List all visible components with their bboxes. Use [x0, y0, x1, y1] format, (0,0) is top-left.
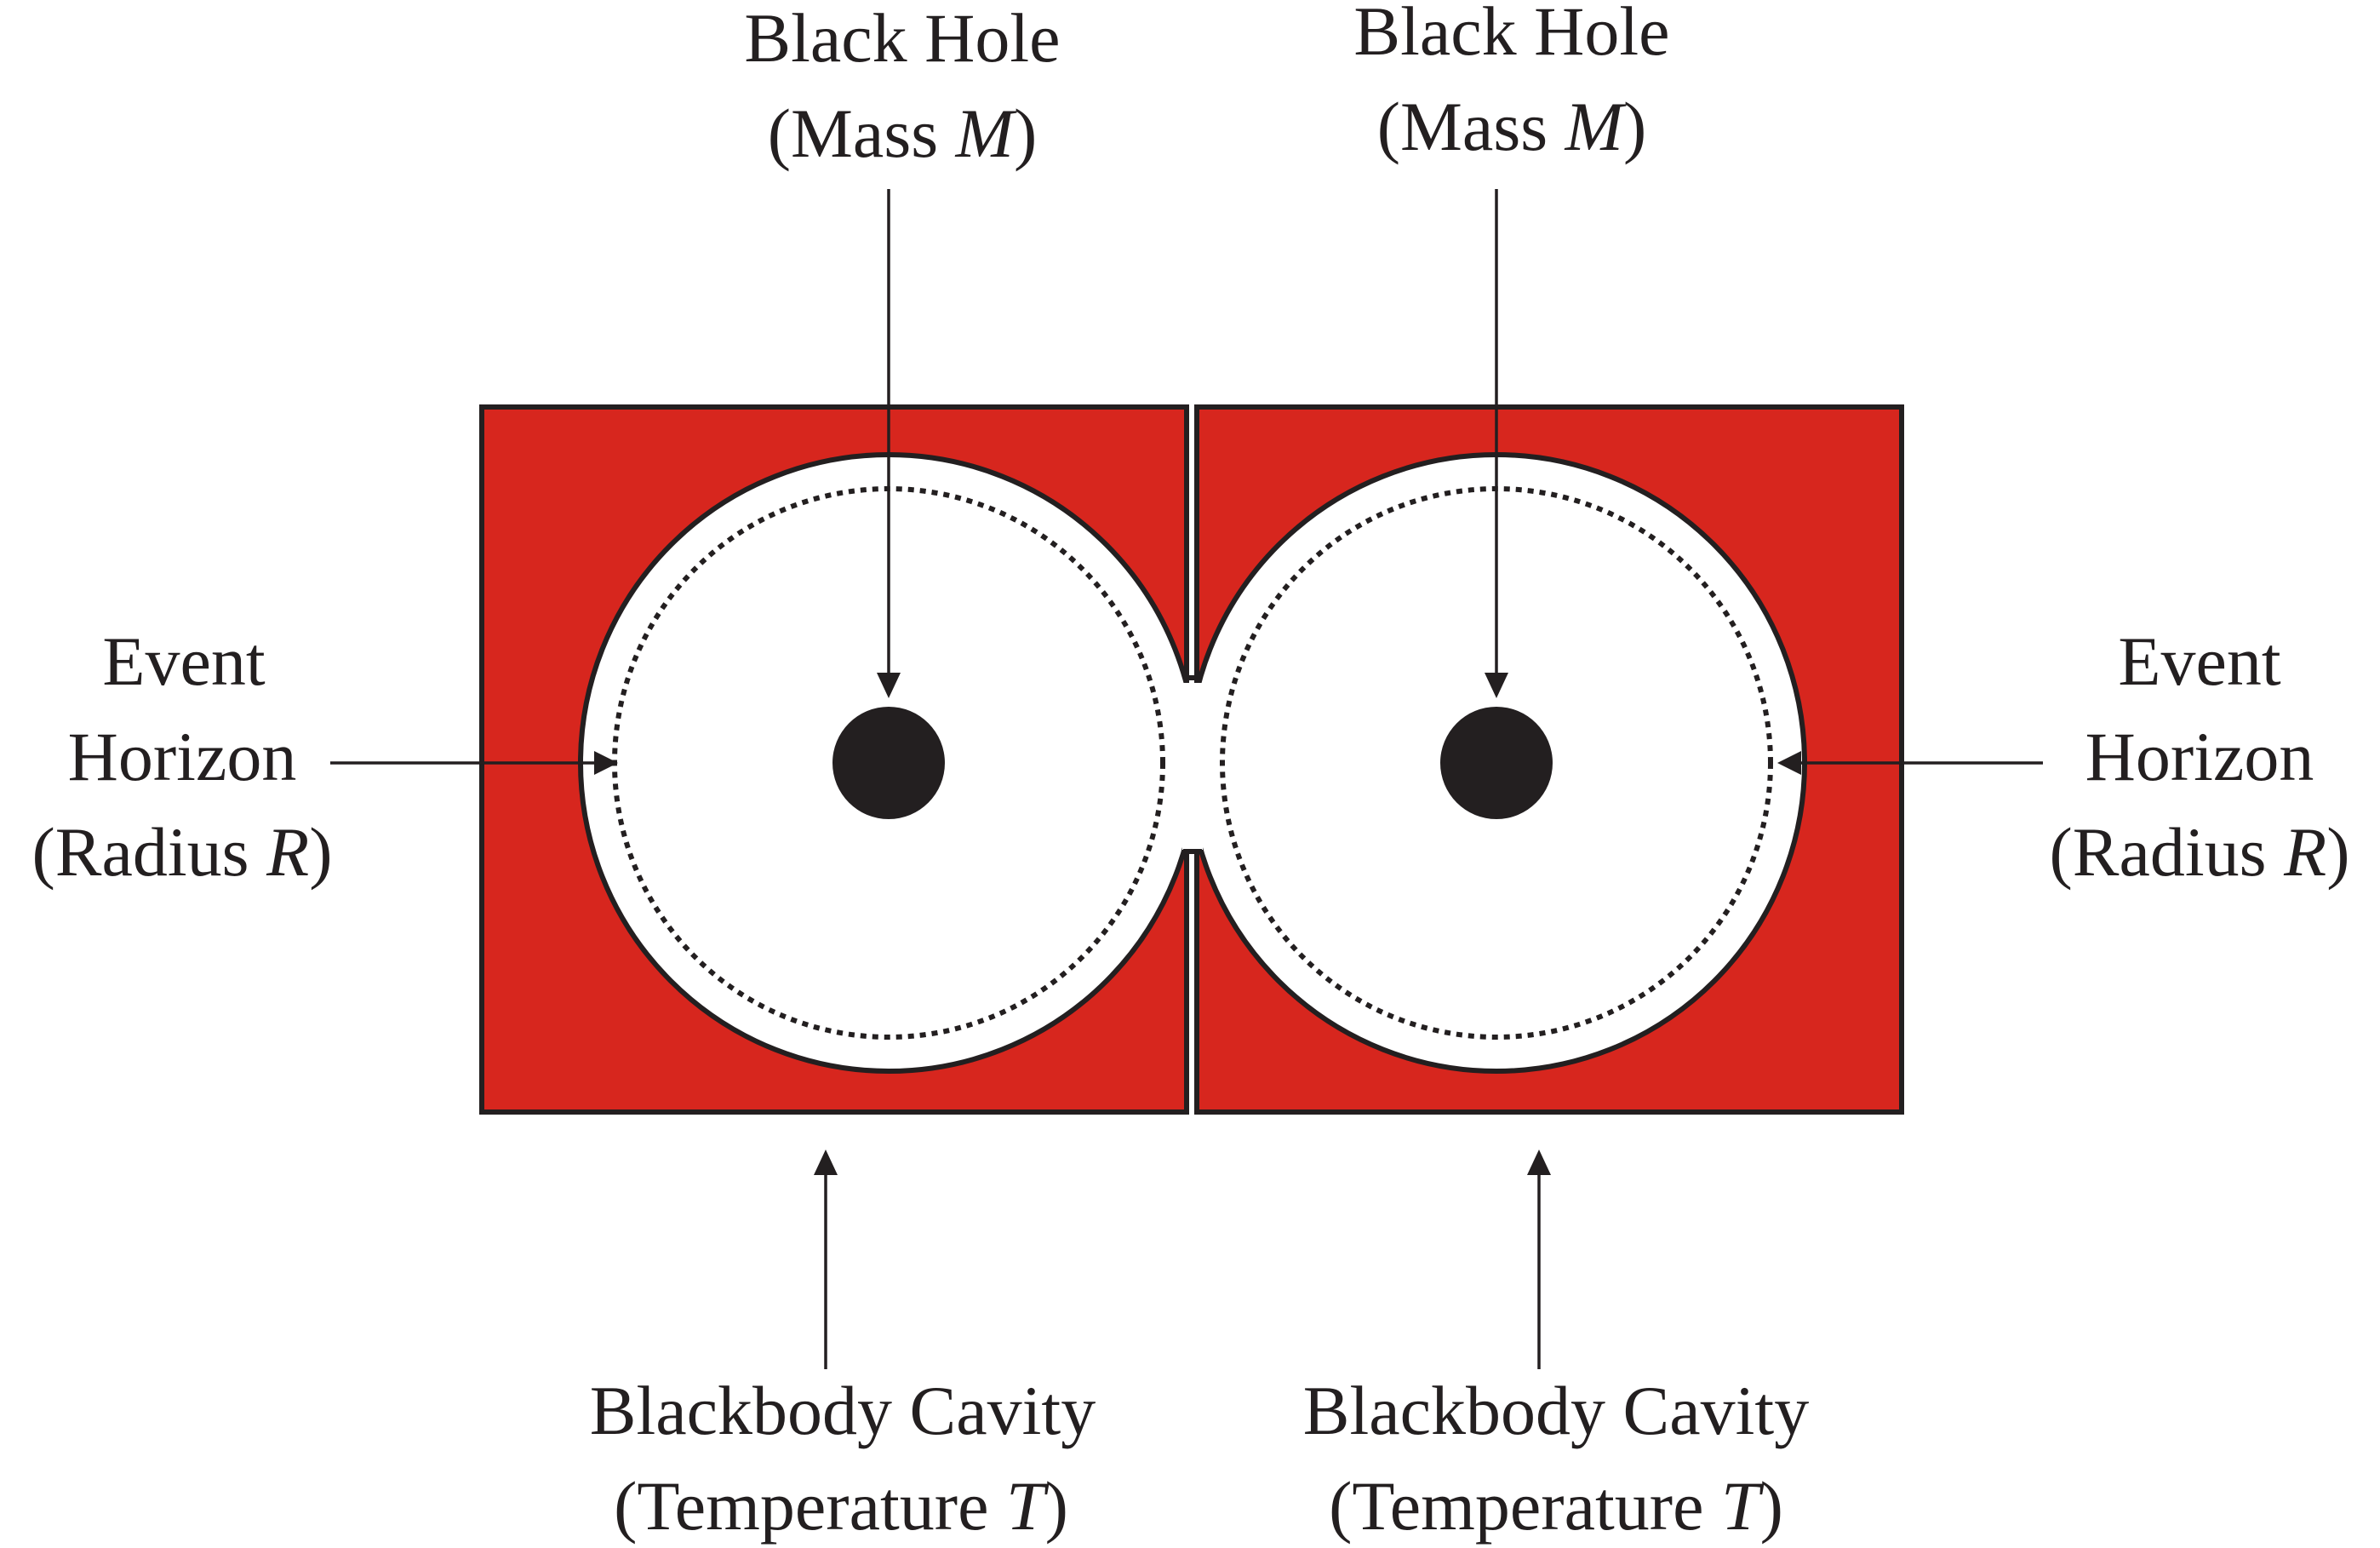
black-hole-left-arrowhead-icon	[877, 673, 901, 698]
black-hole-right-arrowhead-icon	[1485, 673, 1508, 698]
black-hole-right-title: Black Hole	[1353, 0, 1669, 70]
event-horizon-left-line2: Horizon	[68, 718, 297, 795]
cavity-left-temp-symbol: T	[1006, 1467, 1050, 1545]
label-event-horizon-right: Event Horizon (Radius R)	[2050, 622, 2350, 891]
connecting-channel	[1182, 683, 1203, 850]
black-hole-left-subtitle-suffix: )	[1014, 95, 1037, 172]
event-horizon-right-line3: (Radius R)	[2050, 813, 2350, 891]
black-hole-right-subtitle-prefix: (Mass	[1377, 88, 1565, 165]
label-black-hole-right: Black Hole (Mass M)	[1353, 0, 1669, 165]
cavity-left-title: Blackbody Cavity	[590, 1372, 1096, 1449]
black-hole-left-mass-symbol: M	[955, 95, 1018, 172]
label-cavity-left: Blackbody Cavity (Temperature T)	[590, 1372, 1096, 1545]
black-hole-left-subtitle-prefix: (Mass	[768, 95, 956, 172]
event-horizon-left-arrowhead-icon	[594, 751, 618, 775]
cavity-left-subtitle: (Temperature T)	[614, 1467, 1068, 1545]
black-hole-left-title: Black Hole	[744, 0, 1060, 77]
label-event-horizon-left: Event Horizon (Radius R)	[32, 622, 333, 891]
cavity-right-temp-prefix: (Temperature	[1329, 1467, 1721, 1545]
event-horizon-right-radius-suffix: )	[2326, 813, 2349, 891]
label-black-hole-left: Black Hole (Mass M)	[744, 0, 1060, 172]
cavity-right-subtitle: (Temperature T)	[1329, 1467, 1783, 1545]
event-horizon-left-line1: Event	[102, 622, 265, 700]
cavity-left-temp-suffix: )	[1045, 1467, 1068, 1545]
black-hole-right-subtitle-suffix: )	[1623, 88, 1646, 165]
black-hole-right-subtitle: (Mass M)	[1377, 88, 1647, 165]
event-horizon-right-radius-prefix: (Radius	[2050, 813, 2285, 891]
event-horizon-right-line1: Event	[2118, 622, 2280, 700]
event-horizon-left-line3: (Radius R)	[32, 813, 333, 891]
event-horizon-right-arrowhead-icon	[1777, 751, 1801, 775]
black-hole-right-mass-symbol: M	[1565, 88, 1628, 165]
event-horizon-left-radius-symbol: R	[266, 813, 309, 891]
cavity-right-temp-suffix: )	[1760, 1467, 1783, 1545]
cavity-left-temp-prefix: (Temperature	[614, 1467, 1006, 1545]
cavity-right-title: Blackbody Cavity	[1303, 1372, 1809, 1449]
label-cavity-right: Blackbody Cavity (Temperature T)	[1303, 1372, 1809, 1545]
cavity-left-arrowhead-icon	[814, 1150, 838, 1175]
leader-lines	[330, 189, 2043, 1369]
event-horizon-left-radius-prefix: (Radius	[32, 813, 267, 891]
event-horizon-left-radius-suffix: )	[309, 813, 332, 891]
event-horizon-right-line2: Horizon	[2085, 718, 2314, 795]
black-hole-left-subtitle: (Mass M)	[768, 95, 1038, 172]
cavity-right-arrowhead-icon	[1527, 1150, 1551, 1175]
right-black-hole-icon	[1440, 707, 1553, 819]
left-cavity	[479, 404, 1199, 1115]
left-black-hole-icon	[832, 707, 945, 819]
cavity-right-temp-symbol: T	[1721, 1467, 1765, 1545]
event-horizon-right-radius-symbol: R	[2283, 813, 2326, 891]
